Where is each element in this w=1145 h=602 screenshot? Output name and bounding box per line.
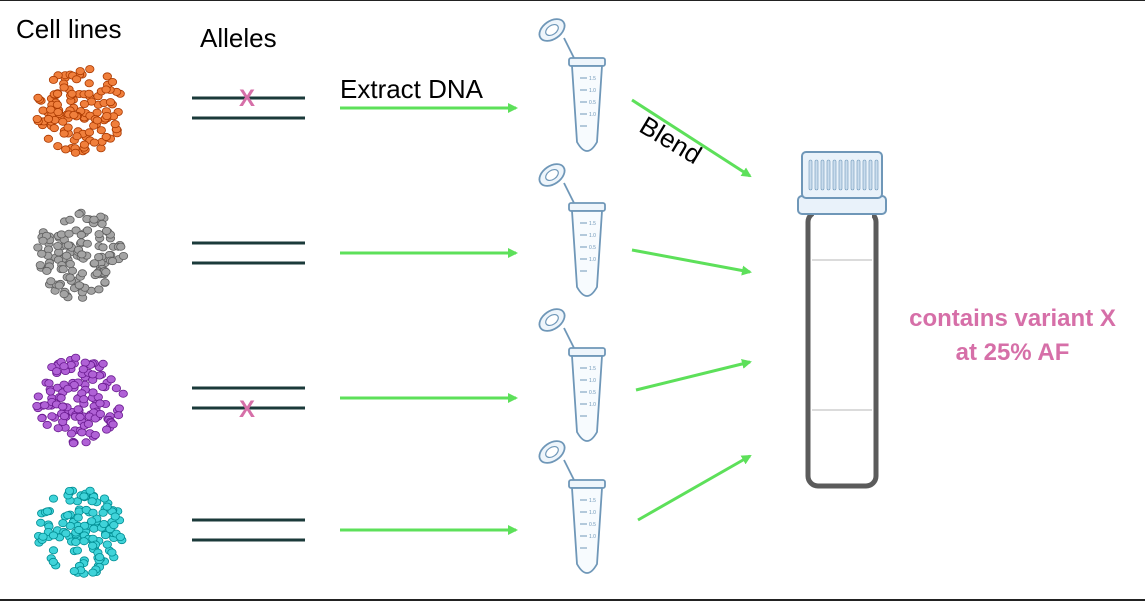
tube-scale-label: 1.0	[589, 378, 596, 384]
tube-scale-label: 1.0	[589, 402, 596, 408]
microcentrifuge-tube-icon: 1.5 1.0 0.5 1.0	[538, 18, 606, 152]
allele-pair	[192, 241, 305, 265]
microcentrifuge-tube-icon: 1.5 1.0 0.5 1.0	[538, 440, 606, 574]
blend-arrow-icon	[631, 248, 752, 276]
allele-pair	[192, 386, 305, 410]
top-border	[0, 0, 1145, 1]
tube-scale-label: 1.0	[589, 233, 596, 239]
blend-arrow-icon	[631, 98, 752, 178]
tube-scale-label: 0.5	[589, 245, 596, 251]
tube-scale-label: 1.0	[589, 257, 596, 263]
blend-arrow-icon	[635, 359, 752, 392]
allele-pair	[192, 96, 305, 120]
blend-arrow-icon	[637, 454, 752, 522]
cell-cluster-icon	[32, 353, 128, 448]
tube-scale-label: 0.5	[589, 522, 596, 528]
cell-cluster-icon	[33, 486, 127, 578]
tube-scale-label: 1.0	[589, 534, 596, 540]
microcentrifuge-tube-icon: 1.5 1.0 0.5 1.0	[538, 308, 606, 442]
tube-scale-label: 1.5	[589, 76, 596, 82]
tube-scale-label: 1.0	[589, 88, 596, 94]
tube-scale-label: 0.5	[589, 390, 596, 396]
result-line-2: at 25% AF	[955, 339, 1070, 366]
sample-tube-icon	[797, 151, 887, 489]
tube-scale-label: 1.5	[589, 221, 596, 227]
alleles-heading: Alleles	[200, 23, 277, 53]
tube-scale-label: 1.0	[589, 510, 596, 516]
microcentrifuge-tube-icon: 1.5 1.0 0.5 1.0	[538, 163, 606, 297]
cell-cluster-icon	[32, 65, 125, 157]
allele-pair	[192, 518, 305, 542]
variant-mark-row1: X	[239, 85, 256, 112]
bottom-border	[0, 599, 1145, 601]
cell-lines-heading: Cell lines	[16, 14, 122, 44]
tube-scale-label: 1.0	[589, 112, 596, 118]
tube-scale-label: 0.5	[589, 100, 596, 106]
variant-mark-row3: X	[239, 396, 256, 423]
tube-scale-label: 1.5	[589, 366, 596, 372]
cell-cluster-icon	[33, 208, 129, 302]
result-line-1: contains variant X	[909, 305, 1116, 332]
extract-dna-label: Extract DNA	[340, 74, 484, 104]
result-text: contains variant X at 25% AF	[880, 302, 1145, 370]
tube-scale-label: 1.5	[589, 498, 596, 504]
